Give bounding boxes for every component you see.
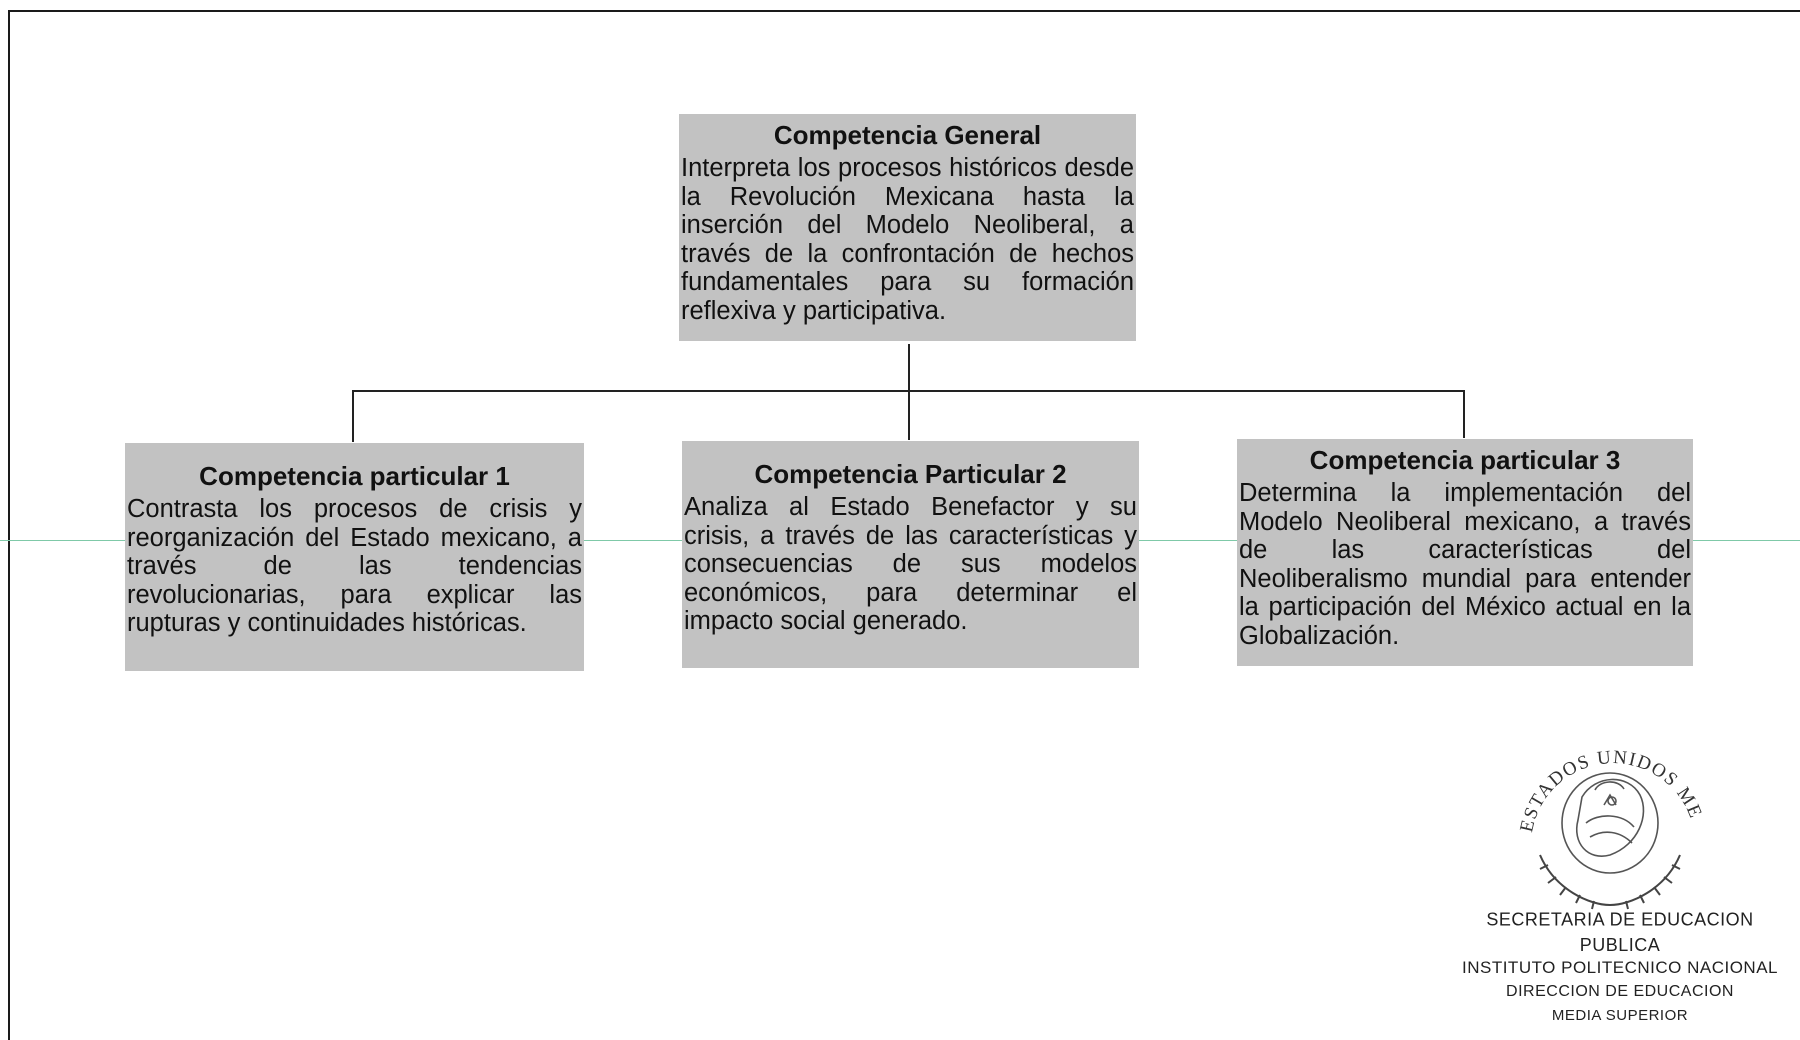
particular-competence-text-1: Contrasta los procesos de crisis y reorg… (127, 495, 582, 637)
general-competence-text: Interpreta los procesos históricos desde… (681, 154, 1134, 325)
eagle-emblem-icon (1561, 772, 1659, 874)
footer-line-1: SECRETARIA DE EDUCACION PUBLICA (1486, 908, 1754, 956)
particular-competence-title-3: Competencia particular 3 (1309, 445, 1621, 475)
footer-line-3: DIRECCION DE EDUCACION (1506, 983, 1734, 1000)
particular-competence-box-1: Competencia particular 1 Contrasta los p… (125, 443, 584, 671)
mexican-coat-of-arms-seal: ESTADOS UNIDOS MEXICANOS (1500, 705, 1706, 910)
seal-ring-text: ESTADOS UNIDOS MEXICANOS (1500, 705, 1705, 834)
footer-line-2: INSTITUTO POLITECNICO NACIONAL (1461, 958, 1778, 977)
svg-text:ESTADOS UNIDOS MEXICANOS: ESTADOS UNIDOS MEXICANOS (1500, 705, 1706, 834)
connector-vertical-top (908, 344, 910, 390)
institution-footer: SECRETARIA DE EDUCACION PUBLICA INSTITUT… (1450, 908, 1790, 1028)
connector-drop-2 (908, 390, 910, 440)
general-competence-box: Competencia General Interpreta los proce… (679, 114, 1136, 341)
particular-competence-box-2: Competencia Particular 2 Analiza al Esta… (682, 441, 1139, 668)
particular-competence-title-2: Competencia Particular 2 (754, 459, 1067, 489)
particular-competence-title-1: Competencia particular 1 (199, 461, 510, 491)
connector-drop-3 (1463, 390, 1465, 438)
particular-competence-text-3: Determina la implementación del Modelo N… (1239, 479, 1691, 650)
footer-line-4: MEDIA SUPERIOR (1551, 1007, 1689, 1024)
particular-competence-box-3: Competencia particular 3 Determina la im… (1237, 439, 1693, 666)
page-frame (8, 10, 1800, 1040)
connector-drop-1 (352, 390, 354, 442)
laurel-oak-branches-icon (1539, 854, 1681, 910)
particular-competence-text-2: Analiza al Estado Benefactor y su crisis… (684, 493, 1137, 635)
general-competence-title: Competencia General (773, 120, 1042, 150)
